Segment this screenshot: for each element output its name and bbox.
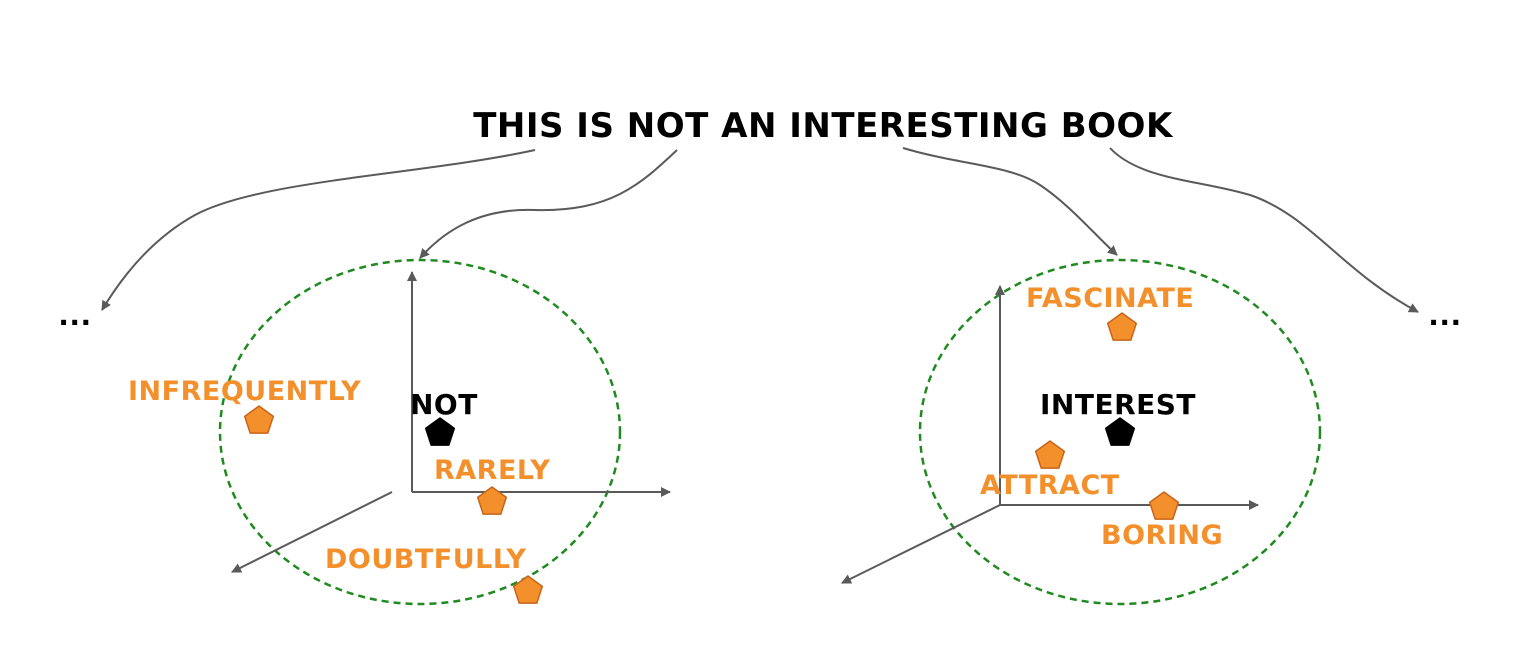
left-neighbor-marker-1 bbox=[476, 486, 508, 515]
arrow-to-left-ellipsis bbox=[101, 149, 536, 311]
left-neighbor-label-2: DOUBTFULLY bbox=[325, 544, 526, 575]
left-focus-marker bbox=[424, 417, 456, 446]
arrow-to-right-ellipsis bbox=[1109, 147, 1419, 313]
right-focus-label: INTEREST bbox=[1040, 388, 1196, 421]
sentence-title: THIS IS NOT AN INTERESTING BOOK bbox=[473, 106, 1174, 146]
arrow-to-interest-space bbox=[902, 147, 1118, 256]
right-neighbor-marker-2 bbox=[1148, 491, 1180, 520]
right-focus-marker bbox=[1104, 417, 1136, 446]
left-embedding-space: NOT INFREQUENTLY RARELY DOUBTFULLY bbox=[128, 258, 671, 606]
left-neighbor-label-0: INFREQUENTLY bbox=[128, 376, 361, 407]
right-embedding-space: INTEREST FASCINATE ATTRACT BORING bbox=[841, 258, 1322, 606]
right-neighborhood-circle bbox=[918, 258, 1322, 606]
ellipsis-left: ... bbox=[58, 299, 91, 332]
left-focus-label: NOT bbox=[410, 388, 478, 421]
right-neighbor-label-1: ATTRACT bbox=[980, 470, 1120, 501]
left-z-axis bbox=[231, 491, 393, 573]
arrow-to-not-space bbox=[419, 149, 678, 259]
ellipsis-right: ... bbox=[1428, 299, 1461, 332]
right-neighbor-label-2: BORING bbox=[1101, 520, 1223, 551]
left-neighborhood-circle bbox=[218, 258, 622, 606]
left-neighbor-marker-2 bbox=[512, 575, 544, 604]
right-neighbor-label-0: FASCINATE bbox=[1026, 283, 1194, 314]
right-z-axis bbox=[841, 504, 1001, 584]
left-neighbor-marker-0 bbox=[243, 405, 275, 434]
right-neighbor-marker-0 bbox=[1106, 312, 1138, 341]
right-neighbor-marker-1 bbox=[1034, 440, 1066, 469]
left-neighbor-label-1: RARELY bbox=[434, 455, 550, 486]
